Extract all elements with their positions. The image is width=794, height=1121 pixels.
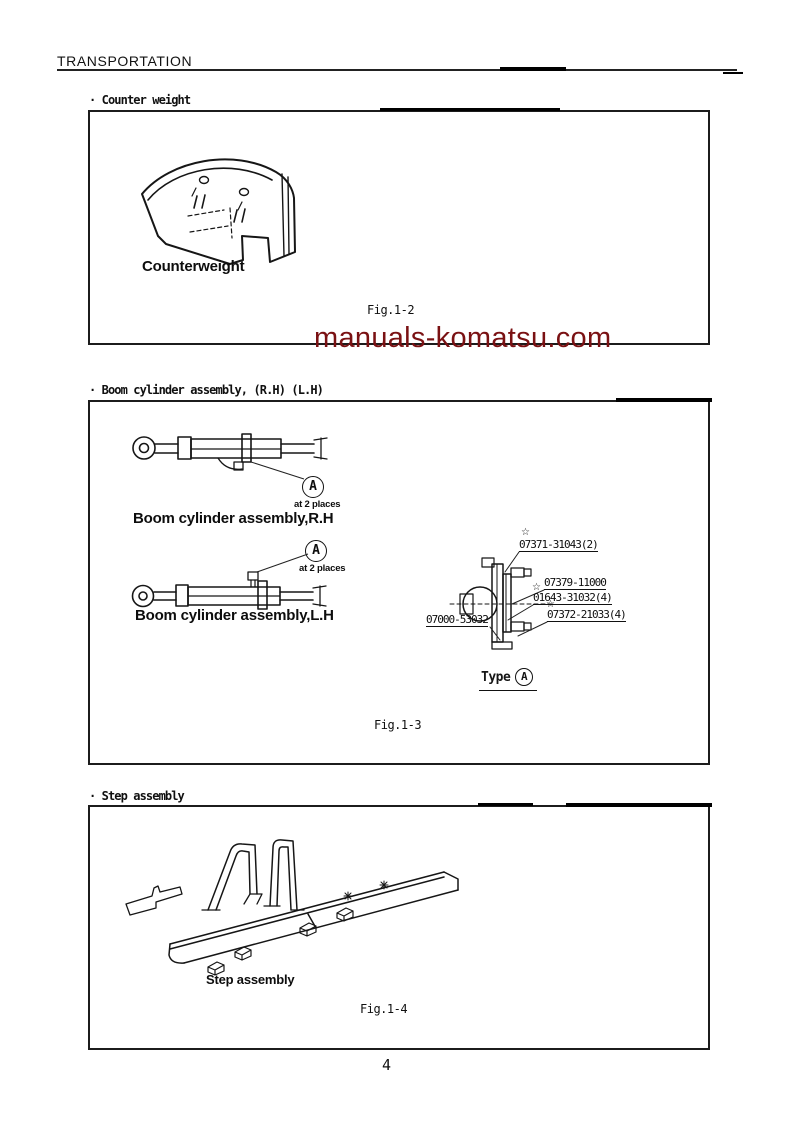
star-icon: ☆ bbox=[532, 582, 541, 593]
part-number-07371: 07371-31043(2) bbox=[519, 538, 599, 552]
boom-cylinder-lh-drawing bbox=[130, 570, 330, 616]
type-text: Type bbox=[481, 669, 511, 685]
star-icon: ☆ bbox=[521, 527, 530, 538]
figure-box-step-assembly bbox=[88, 805, 710, 1050]
header-rule bbox=[57, 69, 737, 71]
part-number-07000: 07000-53032 bbox=[426, 613, 489, 627]
star-icon: ☆ bbox=[546, 599, 555, 610]
boom-cylinder-rh-drawing bbox=[130, 424, 330, 484]
figure-caption-1-3: Fig.1-3 bbox=[374, 718, 422, 732]
type-a-label: Type A bbox=[479, 668, 538, 691]
page-number: 4 bbox=[382, 1056, 392, 1074]
scan-artifact bbox=[478, 803, 533, 806]
callout-a-type: A bbox=[515, 668, 534, 686]
counterweight-drawing bbox=[130, 146, 308, 292]
counterweight-label: Counterweight bbox=[142, 258, 245, 275]
watermark: manuals-komatsu.com bbox=[314, 322, 612, 354]
callout-a-lh: A bbox=[305, 540, 327, 562]
scan-artifact bbox=[566, 803, 712, 807]
part-number-07379: 07379-11000 bbox=[544, 576, 607, 590]
section-label-boom-cylinder: · Boom cylinder assembly, (R.H) (L.H) bbox=[89, 383, 324, 397]
section-label-step-assembly: · Step assembly bbox=[89, 789, 185, 803]
scan-artifact bbox=[380, 108, 560, 111]
step-assembly-drawing bbox=[110, 822, 470, 990]
at-2-places-lh: at 2 places bbox=[299, 563, 346, 574]
figure-box-boom-cylinder bbox=[88, 400, 710, 765]
scan-artifact bbox=[500, 67, 566, 71]
figure-caption-1-4: Fig.1-4 bbox=[360, 1002, 408, 1016]
step-assembly-label: Step assembly bbox=[206, 972, 295, 987]
section-label-counterweight: · Counter weight bbox=[89, 93, 191, 107]
scan-artifact bbox=[723, 72, 743, 74]
part-number-01643: 01643-31032(4) bbox=[533, 591, 613, 605]
leader-line-lh bbox=[254, 549, 312, 575]
type-a-detail-drawing bbox=[420, 528, 655, 658]
page-header-title: TRANSPORTATION bbox=[57, 53, 193, 69]
at-2-places-rh: at 2 places bbox=[294, 499, 341, 510]
boom-cylinder-rh-label: Boom cylinder assembly,R.H bbox=[133, 510, 334, 527]
boom-cylinder-lh-label: Boom cylinder assembly,L.H bbox=[135, 607, 334, 624]
part-number-07372: 07372-21033(4) bbox=[547, 608, 627, 622]
callout-a-rh: A bbox=[302, 476, 324, 498]
figure-box-counterweight bbox=[88, 110, 710, 345]
leader-line-rh bbox=[248, 458, 308, 482]
figure-caption-1-2: Fig.1-2 bbox=[367, 303, 415, 317]
scan-artifact bbox=[616, 398, 712, 402]
